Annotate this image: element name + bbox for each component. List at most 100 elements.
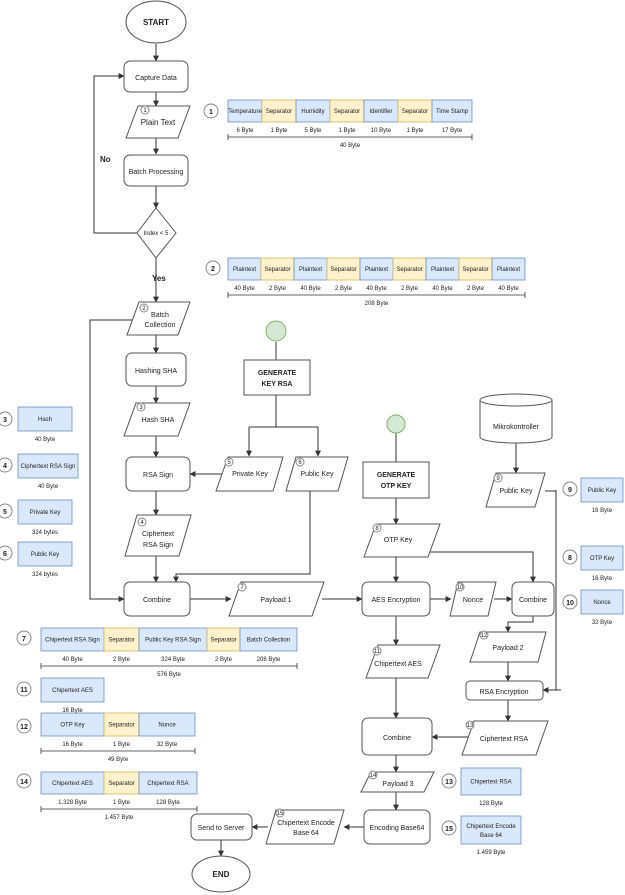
legend-box xyxy=(17,406,73,432)
svg-text:KEY RSA: KEY RSA xyxy=(262,381,293,388)
plain-text-io: Plain Text 1 xyxy=(125,105,191,139)
send-to-server-process: Send to Server xyxy=(190,813,253,841)
end-terminal: END xyxy=(191,855,251,893)
legend-box xyxy=(17,453,79,479)
otp-key-io: OTP Key 8 xyxy=(363,523,441,558)
table-cell-label: Plaintext xyxy=(431,267,454,273)
table-badge xyxy=(203,103,219,119)
svg-text:1: 1 xyxy=(143,108,147,114)
svg-text:Capture Data: Capture Data xyxy=(135,75,177,82)
table-cell-size: 17 Byte xyxy=(442,128,463,134)
table-cell-size: 2 Byte xyxy=(113,657,131,663)
table-cell-label: Separator xyxy=(334,109,360,115)
legend-size: 32 Byte xyxy=(592,620,613,626)
svg-text:Private Key: Private Key xyxy=(232,471,268,478)
table-total-label: 576 Byte xyxy=(157,672,181,678)
ciphertext-rsa-io: Ciphertext RSA 13 xyxy=(461,720,549,756)
public-key-io: Public Key 6 xyxy=(285,456,349,492)
table-cell-label: Separator xyxy=(108,723,134,729)
table-cell-label: Plaintext xyxy=(299,267,322,273)
otp-key-start-dot xyxy=(386,414,406,434)
table-cell-size: 40 Byte xyxy=(234,286,255,292)
mikrokontroller-database: Mikrokontroller xyxy=(479,393,553,444)
legend-box xyxy=(460,815,522,845)
chipertext-base64-io: Chipertext Encode Base 64 15 xyxy=(265,808,345,845)
svg-text:Send to Server: Send to Server xyxy=(198,825,245,832)
svg-text:Ciphertext: Ciphertext xyxy=(142,531,174,538)
table-cell-label: Batch Collection xyxy=(247,638,290,644)
legend-label: OTP Key xyxy=(590,556,614,562)
table-cell-size: 2 Byte xyxy=(215,657,233,663)
svg-text:RSA Sign: RSA Sign xyxy=(143,542,173,549)
svg-text:RSA Encryption: RSA Encryption xyxy=(479,689,528,696)
combine-process-2: Combine xyxy=(511,581,555,617)
svg-text:Payload 1: Payload 1 xyxy=(260,597,291,604)
svg-text:Payload 3: Payload 3 xyxy=(382,781,413,788)
generate-otp-key-process: GENERATE OTP KEY xyxy=(362,461,430,499)
svg-text:Batch Processing: Batch Processing xyxy=(129,169,184,176)
table-cell-label: Nonce xyxy=(158,723,176,729)
table-cell xyxy=(431,99,473,123)
svg-text:Combine: Combine xyxy=(143,597,171,604)
end-label: END xyxy=(213,870,230,879)
legend-label: Private Key xyxy=(30,510,61,516)
table-cell-label: Separator xyxy=(264,267,290,273)
svg-text:Ciphertext RSA: Ciphertext RSA xyxy=(480,736,529,743)
table-cell-size: 40 Byte xyxy=(300,286,321,292)
legend-size: 128 Byte xyxy=(479,801,503,807)
table-cell-label: Temperature xyxy=(228,109,262,115)
table-cell-size: 16 Byte xyxy=(62,742,83,748)
legend-label: Base 64 xyxy=(480,833,503,839)
table-cell xyxy=(239,627,298,652)
table-cell-size: 2 Byte xyxy=(401,286,419,292)
legend-box xyxy=(17,541,73,567)
legend-badge-number: 9 xyxy=(568,487,572,494)
svg-text:Base 64: Base 64 xyxy=(293,830,319,837)
legend-size: 16 Byte xyxy=(592,508,613,514)
index-decision: Index < 5 xyxy=(136,207,177,259)
legend-label: Nonce xyxy=(593,600,611,606)
table-total-label: 40 Byte xyxy=(340,143,361,149)
connectors xyxy=(89,44,561,857)
table-cell-label: Separator xyxy=(108,781,134,787)
svg-text:Encoding Base64: Encoding Base64 xyxy=(370,825,425,832)
legend-badge xyxy=(16,681,32,697)
svg-text:6: 6 xyxy=(298,460,302,466)
table-cell-label: Plaintext xyxy=(365,267,388,273)
legend-box xyxy=(17,499,73,525)
table-cell-size: 2 Byte xyxy=(467,286,485,292)
legend-size: 324 bytes xyxy=(32,530,58,536)
svg-text:Nonce: Nonce xyxy=(463,597,483,604)
legend-badge xyxy=(562,481,578,497)
legend-badge-number: 3 xyxy=(3,417,7,424)
batch-processing-process: Batch Processing xyxy=(123,154,189,187)
table-badge-number: 12 xyxy=(20,724,28,731)
svg-text:9: 9 xyxy=(496,476,500,482)
table-cell-size: 40 Byte xyxy=(366,286,387,292)
chipertext-aes-io: Chipertext AES 11 xyxy=(365,644,441,679)
table-cell-size: 1 Byte xyxy=(270,128,288,134)
table-cell-label: Plaintext xyxy=(233,267,256,273)
legend-box xyxy=(40,677,105,703)
table-cell-label: Time Stamp xyxy=(436,109,469,115)
table-cell-label: Separator xyxy=(402,109,428,115)
table-cell-label: Plaintext xyxy=(497,267,520,273)
table-cell-label: Separator xyxy=(108,638,134,644)
table-cell-label: Separator xyxy=(210,638,236,644)
svg-text:AES Encryption: AES Encryption xyxy=(371,597,420,604)
svg-text:14: 14 xyxy=(370,773,377,779)
table-cell-label: Chipertext RSA Sign xyxy=(45,638,100,644)
svg-text:15: 15 xyxy=(277,811,284,817)
